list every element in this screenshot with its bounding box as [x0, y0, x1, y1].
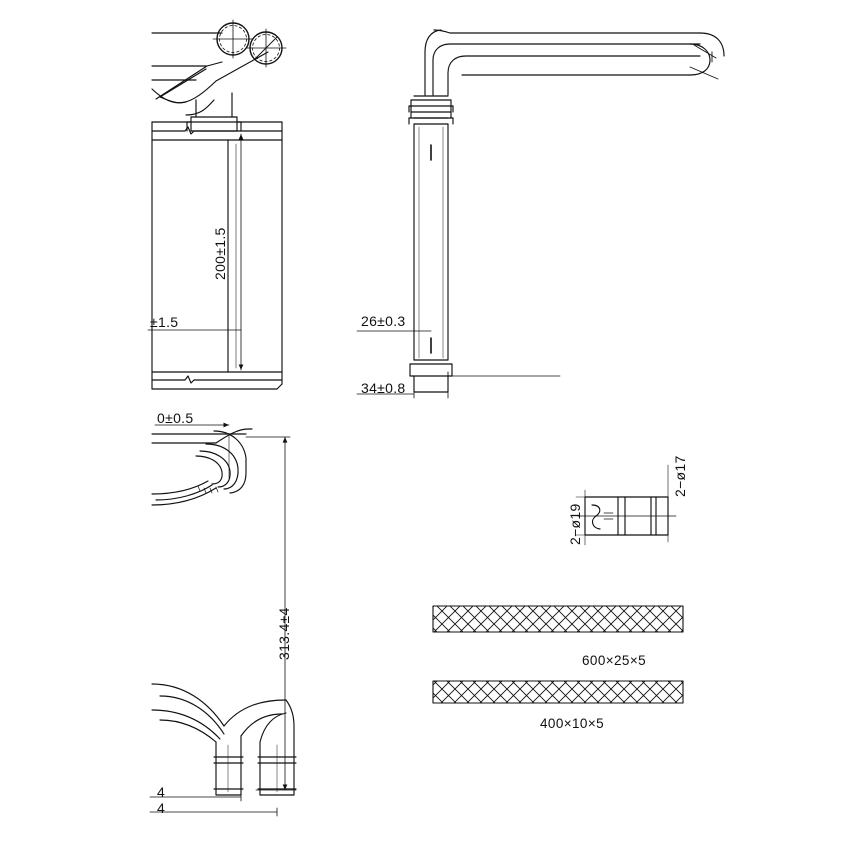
dimension-label-200: 200±1.5: [212, 227, 228, 280]
view-top-left-core: [151, 121, 283, 390]
port-circle-left: [212, 19, 254, 59]
dimension-4-lower: [149, 807, 278, 817]
dimension-4-upper: [149, 792, 242, 802]
hatched-bar-400-label: 400×10×5: [540, 716, 605, 731]
view-top-right-collar: [408, 95, 454, 125]
view-lower-left-nozzles: [151, 683, 297, 796]
dimension-label-313: 313.4±4: [276, 607, 292, 660]
view-top-right-lower-collar: [409, 359, 561, 393]
port-circle-right: [245, 28, 287, 68]
dimension-label-4-upper: 4: [157, 784, 166, 800]
view-connector-nipple: [575, 464, 677, 546]
view-top-right-bend: [424, 29, 725, 96]
hatched-bar-600-label: 600×25×5: [582, 653, 647, 668]
dimension-label-bore-19: 2−ø19: [567, 503, 583, 545]
hatched-bar-600: [432, 605, 684, 633]
dimension-34: [356, 389, 449, 399]
dimension-313: [245, 436, 297, 791]
dimension-label-34: 34±0.8: [361, 380, 406, 396]
dimension-label-26: 26±0.3: [361, 313, 406, 329]
view-top-left-body: [151, 32, 269, 116]
dimension-label-4-lower: 4: [157, 800, 166, 816]
view-top-right-shaft: [413, 123, 449, 361]
view-top-left-collar: [186, 92, 242, 132]
dimension-label-bore-17: 2−ø17: [672, 455, 688, 497]
hatched-bar-400: [432, 680, 684, 704]
dimension-label-width-1-5: ±1.5: [150, 314, 179, 330]
view-lower-left-bracket: [151, 428, 253, 506]
dimension-label-0-5: 0±0.5: [157, 410, 194, 426]
